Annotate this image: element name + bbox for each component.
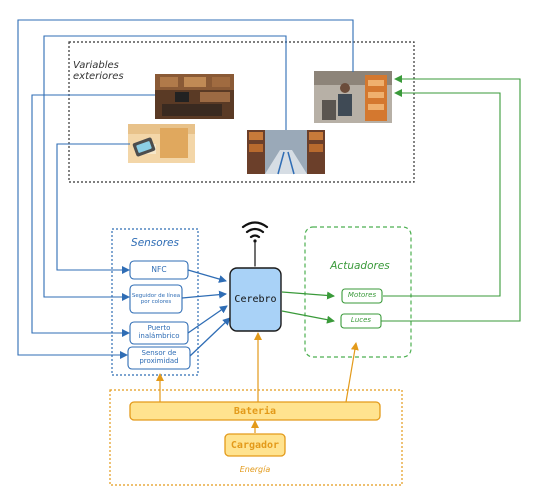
brain-label: Cerebro (234, 293, 277, 305)
sensor-line-follower-label: Seguidor de línea por colores (131, 292, 181, 305)
energy-box (109, 389, 403, 486)
sensor-proximity-box (127, 346, 191, 370)
actuators-box (304, 226, 412, 358)
arrow-nfc-to-brain (187, 269, 227, 283)
battery-box (129, 401, 381, 421)
actuator-motors-box (341, 288, 383, 304)
actuators-title: Actuadores (330, 260, 390, 273)
variables-title: Variables exteriores (73, 60, 124, 82)
variables-box (68, 41, 415, 183)
wifi-icon (241, 221, 269, 267)
sensor-line-follower-box (129, 284, 183, 314)
line-nfc-photo-to-nfc (56, 143, 130, 274)
sensor-nfc-label: NFC (151, 264, 167, 274)
actuator-lights-box (340, 313, 382, 329)
arrow-wireless-to-brain (187, 305, 228, 334)
warehouse-aisle-photo (247, 130, 325, 175)
arrow-proximity-to-brain (189, 317, 231, 357)
sensors-title: Sensores (131, 237, 179, 250)
arrow-brain-to-motors (281, 291, 335, 300)
line-aisle-photo-to-line-follower (43, 35, 287, 301)
brain-box (229, 267, 282, 332)
line-lights-to-worker-photo (381, 75, 521, 322)
sensor-wireless-label: Puerto inalámbrico (138, 324, 180, 340)
charger-label: Cargador (230, 439, 280, 451)
actuator-lights-label: Luces (350, 316, 372, 325)
charger-box (224, 433, 286, 457)
line-worker-photo-to-wireless (17, 19, 354, 359)
warehouse-office-photo (155, 74, 234, 119)
actuator-motors-label: Motores (347, 291, 377, 300)
energy-title: Energía (239, 464, 271, 474)
sensor-nfc-box (129, 260, 189, 280)
arrow-battery-to-actuators (345, 342, 359, 403)
battery-label: Bateria (233, 405, 277, 417)
nfc-reader-photo (128, 124, 195, 163)
line-office-photo-to-proximity (31, 94, 155, 337)
warehouse-worker-photo (314, 71, 392, 123)
arrow-brain-to-lights (281, 310, 335, 324)
sensor-wireless-box (129, 321, 189, 345)
arrow-line-follower-to-brain (181, 290, 227, 299)
line-motors-to-worker-photo (383, 89, 501, 297)
sensor-proximity-label: Sensor de proximidad (139, 349, 179, 365)
